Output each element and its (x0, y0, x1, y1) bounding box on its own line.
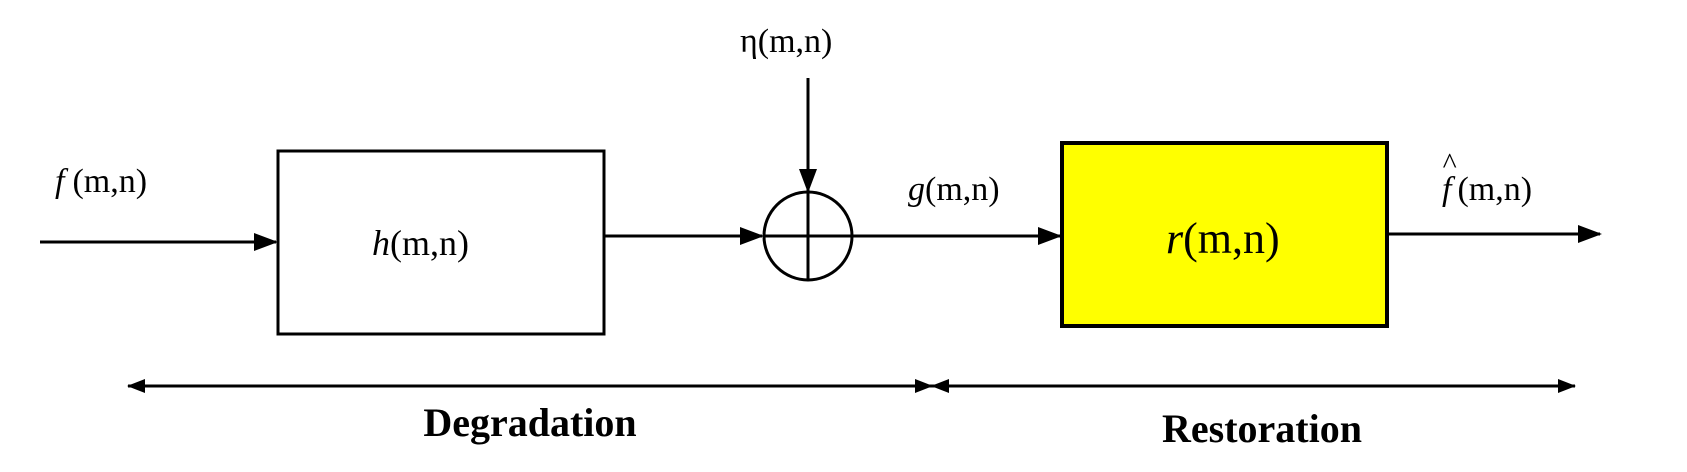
svg-text:f(m,n): f(m,n) (1442, 171, 1532, 208)
svg-text:η(m,n): η(m,n) (740, 23, 832, 60)
svg-text:r(m,n): r(m,n) (1166, 214, 1280, 263)
degraded-signal-label: g(m,n) (908, 171, 1000, 208)
svg-text:h(m,n): h(m,n) (372, 223, 469, 263)
output-signal-label: ^ f(m,n) (1442, 147, 1532, 208)
restoration-block: r(m,n) (1060, 141, 1389, 328)
degradation-label: Degradation (423, 400, 636, 445)
svg-text:g(m,n): g(m,n) (908, 171, 1000, 208)
input-signal-label: f(m,n) (55, 163, 147, 200)
svg-text:f(m,n): f(m,n) (55, 163, 147, 200)
svg-text:^: ^ (1442, 147, 1457, 180)
degradation-block: h(m,n) (276, 149, 606, 336)
noise-signal-label: η(m,n) (740, 23, 832, 60)
summing-junction (762, 190, 854, 282)
restoration-label: Restoration (1162, 406, 1362, 451)
